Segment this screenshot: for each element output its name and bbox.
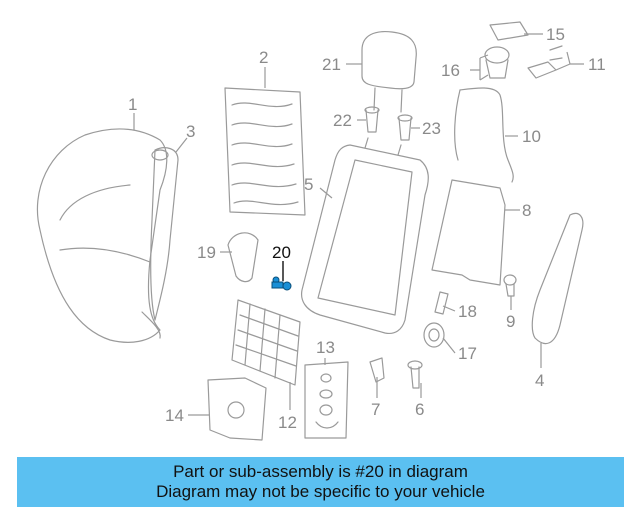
callout-labels: 1 2 3 4 5 6 7 8 9 10 11 12 13 14 15 16 1… (128, 25, 606, 432)
part-15-switch (489, 21, 529, 41)
callout-20-highlighted: 20 (272, 243, 291, 262)
part-5-frame (300, 137, 429, 335)
part-17-knob (423, 322, 445, 348)
callout-16: 16 (441, 61, 460, 80)
part-6-bolt (407, 360, 423, 389)
part-8-panel (431, 179, 506, 286)
part-2-heater-mat (224, 87, 306, 216)
callout-5: 5 (304, 175, 313, 194)
part-21-headrest (361, 30, 417, 113)
info-banner: Part or sub-assembly is #20 in diagram D… (17, 457, 624, 507)
part-19-bracket (227, 232, 259, 283)
part-3-panel (150, 147, 179, 321)
part-14-lumbar-unit (207, 377, 267, 441)
part-12-lumbar-grid (231, 299, 301, 386)
callout-18: 18 (458, 302, 477, 321)
callout-10: 10 (522, 127, 541, 146)
callout-21: 21 (322, 55, 341, 74)
callout-11: 11 (588, 55, 606, 74)
callout-7: 7 (371, 400, 380, 419)
callout-4: 4 (535, 371, 544, 390)
callout-9: 9 (506, 312, 515, 331)
part-9-plug (503, 274, 517, 297)
banner-line-2: Diagram may not be specific to your vehi… (156, 482, 485, 501)
part-4-side-trim (531, 212, 584, 345)
part-13-hardware (304, 361, 349, 439)
parts-diagram: 1 2 3 4 5 6 7 8 9 10 11 12 13 14 15 16 1… (36, 21, 606, 441)
callout-8: 8 (522, 201, 531, 220)
part-7-clip (369, 357, 385, 383)
leader-lines (133, 33, 584, 416)
callout-22: 22 (333, 111, 352, 130)
part-22-guide (364, 106, 380, 133)
part-10-cable (454, 87, 514, 183)
callout-12: 12 (278, 413, 297, 432)
callout-13: 13 (316, 338, 335, 357)
callout-2: 2 (259, 48, 268, 67)
part-18-pin (434, 291, 449, 315)
banner-line-1: Part or sub-assembly is #20 in diagram (173, 462, 468, 481)
callout-3: 3 (186, 122, 195, 141)
callout-15: 15 (546, 25, 565, 44)
part-20-highlighted (271, 276, 292, 291)
callout-17: 17 (458, 344, 477, 363)
callout-19: 19 (197, 243, 216, 262)
callout-14: 14 (165, 406, 184, 425)
callout-1: 1 (128, 95, 137, 114)
callout-6: 6 (415, 400, 424, 419)
part-16-knob (484, 46, 510, 79)
part-1-seatback-cover (36, 128, 168, 343)
part-23-guide (397, 114, 413, 141)
part-11-clips (527, 45, 563, 79)
callout-23: 23 (422, 119, 441, 138)
